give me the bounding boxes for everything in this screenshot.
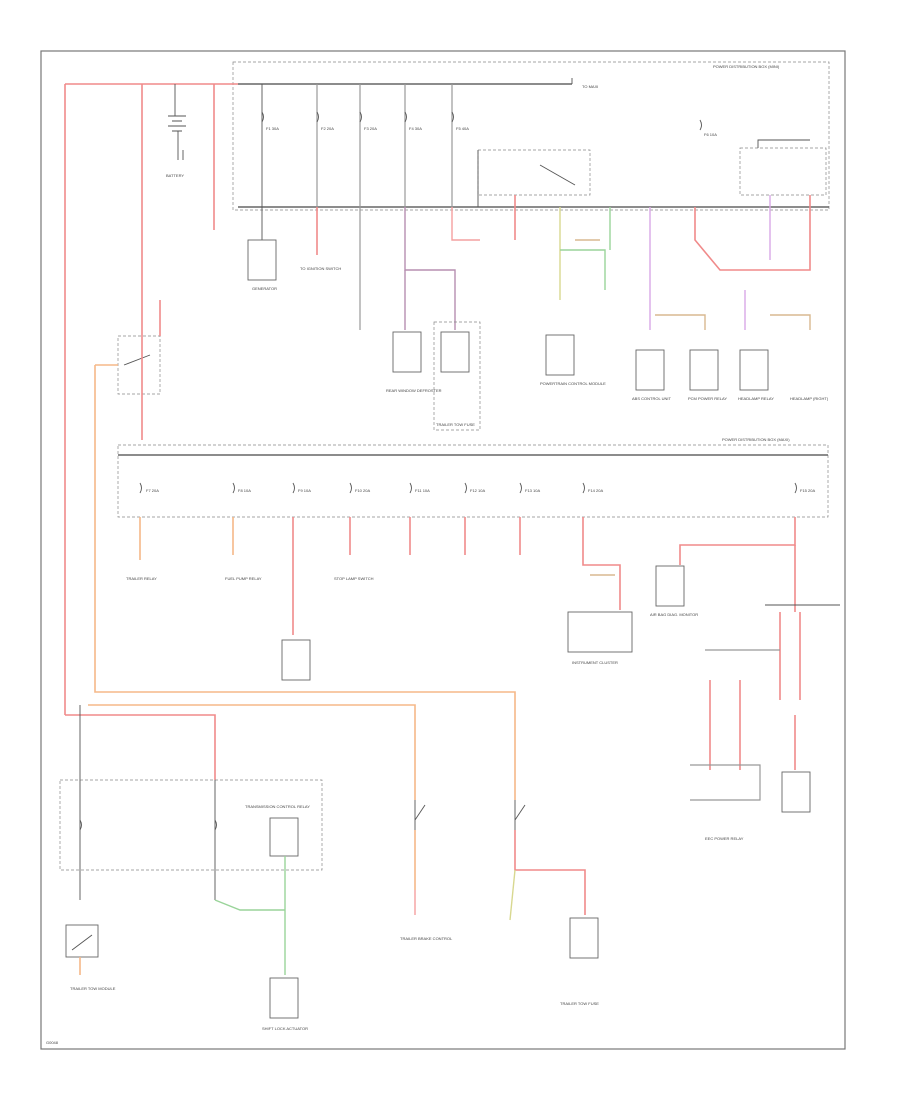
svg-text:F4 30A: F4 30A bbox=[409, 126, 422, 131]
svg-text:SHIFT LOCK ACTUATOR: SHIFT LOCK ACTUATOR bbox=[262, 1026, 308, 1031]
svg-text:F11 10A: F11 10A bbox=[415, 488, 430, 493]
svg-text:FUEL PUMP RELAY: FUEL PUMP RELAY bbox=[225, 576, 262, 581]
lower-relay-box bbox=[59, 779, 323, 871]
shift-lock-actuator-box bbox=[269, 977, 299, 1019]
svg-text:ABS CONTROL UNIT: ABS CONTROL UNIT bbox=[632, 396, 672, 401]
top-box-title: POWER DISTRIBUTION BOX (MINI) bbox=[713, 64, 780, 69]
svg-text:F3 20A: F3 20A bbox=[364, 126, 377, 131]
mid-fuse-row: F7 20A F8 10A F9 10A F10 20A F11 10A F12… bbox=[139, 482, 815, 494]
svg-text:EEC POWER RELAY: EEC POWER RELAY bbox=[705, 836, 744, 841]
to-ignition-label: TO IGNITION SWITCH bbox=[300, 266, 341, 271]
top-relay-box bbox=[477, 149, 591, 196]
top-distribution-box bbox=[232, 61, 830, 211]
instrument-cluster-box bbox=[567, 611, 633, 653]
svg-text:F13 10A: F13 10A bbox=[525, 488, 540, 493]
generator-icon bbox=[247, 239, 277, 281]
top-fuse-f2: F2 20A bbox=[316, 111, 334, 131]
mid-distribution-box bbox=[117, 444, 829, 518]
trailer-relay-box bbox=[281, 639, 311, 681]
svg-text:F10 20A: F10 20A bbox=[355, 488, 370, 493]
svg-text:AIR BAG DIAG. MONITOR: AIR BAG DIAG. MONITOR bbox=[650, 612, 698, 617]
stop-lamp-switch-box bbox=[65, 924, 99, 958]
svg-text:HEADLAMP (RIGHT): HEADLAMP (RIGHT) bbox=[790, 396, 829, 401]
svg-text:F14 20A: F14 20A bbox=[588, 488, 603, 493]
svg-text:F15 20A: F15 20A bbox=[800, 488, 815, 493]
svg-text:F9 10A: F9 10A bbox=[298, 488, 311, 493]
svg-text:F6 10A: F6 10A bbox=[704, 132, 717, 137]
svg-text:F2 20A: F2 20A bbox=[321, 126, 334, 131]
top-fuse-f4: F4 30A bbox=[404, 111, 422, 131]
svg-text:INSTRUMENT CLUSTER: INSTRUMENT CLUSTER bbox=[572, 660, 618, 665]
top-fuse-f1: F1 30A bbox=[261, 111, 279, 131]
top-fuse-f5: F5 40A bbox=[451, 111, 469, 131]
svg-text:TRAILER TOW FUSE: TRAILER TOW FUSE bbox=[560, 1001, 599, 1006]
svg-text:TRANSMISSION CONTROL RELAY: TRANSMISSION CONTROL RELAY bbox=[245, 804, 310, 809]
svg-text:F8 10A: F8 10A bbox=[238, 488, 251, 493]
svg-text:F7 20A: F7 20A bbox=[146, 488, 159, 493]
svg-text:PCM POWER RELAY: PCM POWER RELAY bbox=[688, 396, 727, 401]
svg-text:REAR WINDOW DEFROSTER: REAR WINDOW DEFROSTER bbox=[386, 388, 442, 393]
lower-orange-bus bbox=[94, 365, 516, 800]
trans-control-relay-box bbox=[269, 817, 299, 857]
svg-text:TRAILER RELAY: TRAILER RELAY bbox=[126, 576, 157, 581]
abs-control-unit bbox=[635, 349, 665, 391]
battery-label: BATTERY bbox=[166, 173, 184, 178]
footnote: G0048 bbox=[46, 1040, 59, 1045]
trailer-module-box bbox=[569, 917, 599, 959]
top-fuse-f6: F6 10A bbox=[699, 119, 717, 137]
pcm-relay-box bbox=[689, 349, 719, 391]
svg-text:POWERTRAIN CONTROL MODULE: POWERTRAIN CONTROL MODULE bbox=[540, 381, 606, 386]
svg-text:TO MAXI: TO MAXI bbox=[582, 84, 598, 89]
svg-text:F12 10A: F12 10A bbox=[470, 488, 485, 493]
svg-text:F5 40A: F5 40A bbox=[456, 126, 469, 131]
headlamp-relay-box bbox=[739, 349, 769, 391]
svg-text:HEADLAMP RELAY: HEADLAMP RELAY bbox=[738, 396, 774, 401]
pcm-box bbox=[545, 334, 575, 376]
rear-window-defroster bbox=[392, 331, 422, 373]
top-relay-switch bbox=[539, 164, 576, 186]
svg-text:TRAILER BRAKE CONTROL: TRAILER BRAKE CONTROL bbox=[400, 936, 453, 941]
mid-box-title: POWER DISTRIBUTION BOX (MAXI) bbox=[722, 437, 790, 442]
svg-text:STOP LAMP SWITCH: STOP LAMP SWITCH bbox=[334, 576, 374, 581]
battery-icon bbox=[168, 100, 186, 160]
eec-relay-box bbox=[739, 147, 827, 196]
headlamp-right-box bbox=[781, 771, 811, 813]
svg-text:F1 30A: F1 30A bbox=[266, 126, 279, 131]
svg-text:TRAILER TOW MODULE: TRAILER TOW MODULE bbox=[70, 986, 116, 991]
air-bag-monitor-box bbox=[655, 565, 685, 607]
generator-label: GENERATOR bbox=[252, 286, 277, 291]
svg-text:TRAILER TOW FUSE: TRAILER TOW FUSE bbox=[436, 422, 475, 427]
trailer-tow-fuse-box bbox=[440, 331, 470, 373]
diagram-frame bbox=[40, 50, 846, 1050]
top-fuse-f3: F3 20A bbox=[359, 111, 377, 131]
